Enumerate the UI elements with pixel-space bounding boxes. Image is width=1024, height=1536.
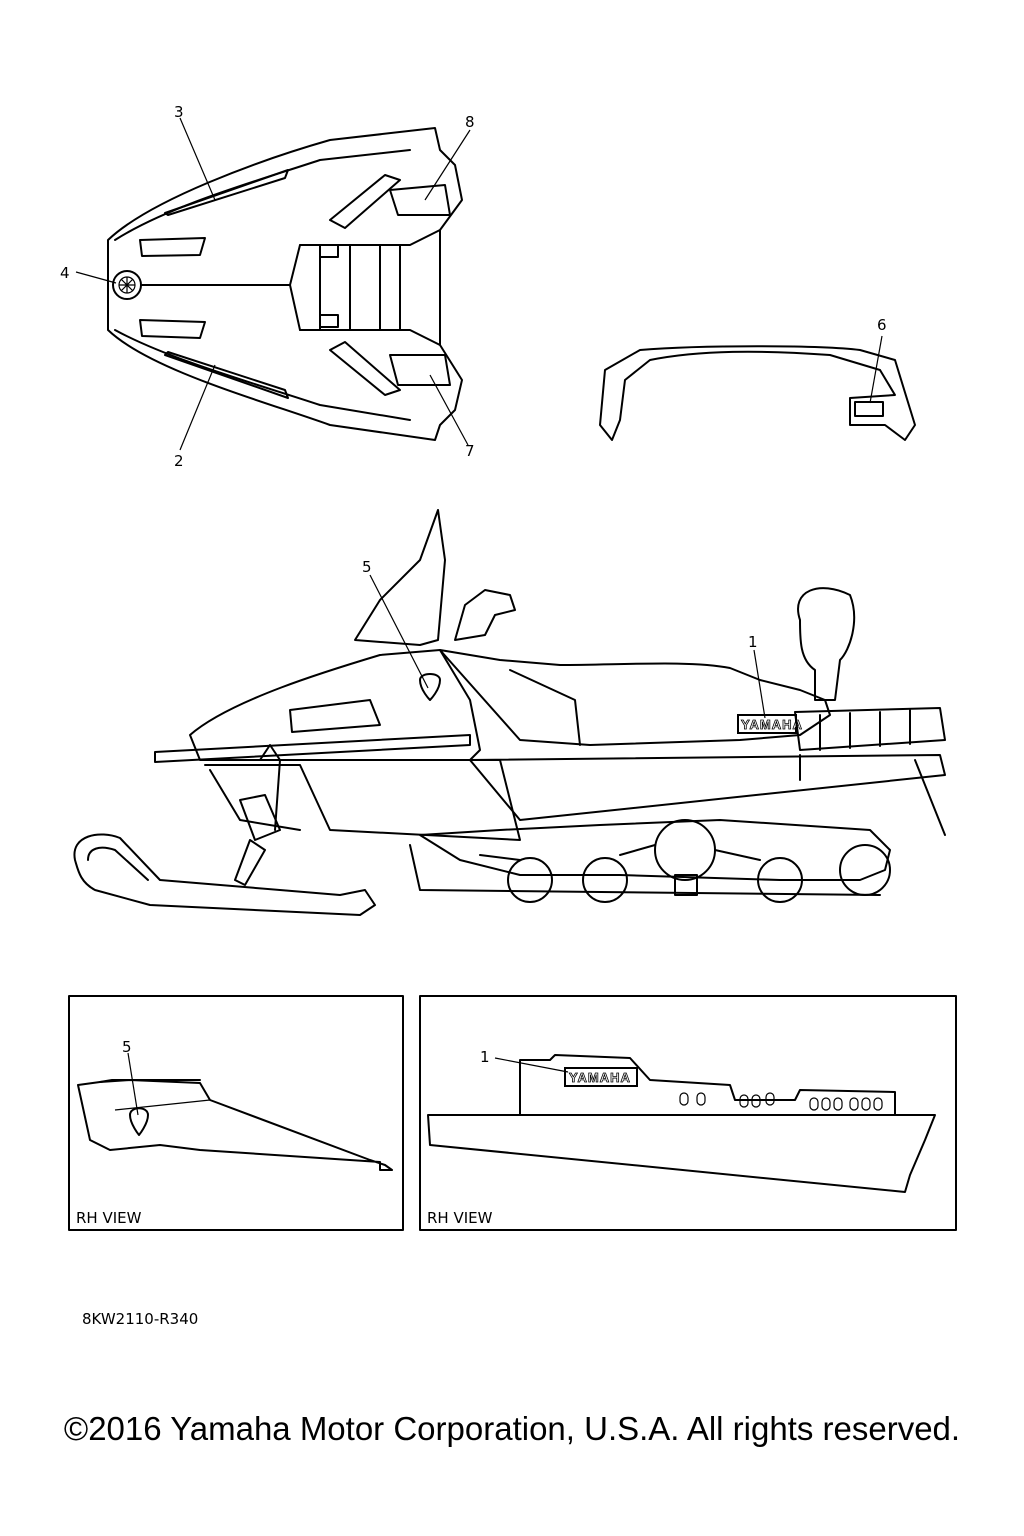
callout-2: 2 <box>174 452 184 470</box>
callout-4: 4 <box>60 264 70 282</box>
inset-right-drawing: YAMAHA <box>427 1054 936 1193</box>
inset-brand-text: YAMAHA <box>569 1070 631 1085</box>
inset-left-frame <box>68 995 404 1231</box>
inset-left-view-label: RH VIEW <box>76 1209 142 1227</box>
callout-7: 7 <box>465 442 475 460</box>
inset-emblem-decal-5 <box>129 1107 149 1136</box>
callout-5: 5 <box>362 558 372 576</box>
inset-right-view-label: RH VIEW <box>427 1209 493 1227</box>
hood-top-view <box>107 127 463 441</box>
inset-left-drawing <box>77 1079 393 1171</box>
brand-text: YAMAHA <box>741 717 803 732</box>
callout-3: 3 <box>174 103 184 121</box>
inset-right-frame <box>419 995 957 1231</box>
yamaha-emblem-icon <box>112 270 142 300</box>
snowmobile-side-view: YAMAHA <box>73 509 946 916</box>
callout-1: 1 <box>748 633 758 651</box>
callout-8: 8 <box>465 113 475 131</box>
inset-callout-1: 1 <box>480 1048 490 1066</box>
callout-6: 6 <box>877 316 887 334</box>
inset-callout-5: 5 <box>122 1038 132 1056</box>
label-decal-6 <box>854 401 884 417</box>
inset-yamaha-decal-1 <box>564 1067 638 1087</box>
emblem-decal-5 <box>419 673 441 701</box>
diagram-code: 8KW2110-R340 <box>82 1310 198 1328</box>
copyright-notice: ©2016 Yamaha Motor Corporation, U.S.A. A… <box>63 1410 961 1447</box>
rear-rack-view <box>599 345 916 441</box>
